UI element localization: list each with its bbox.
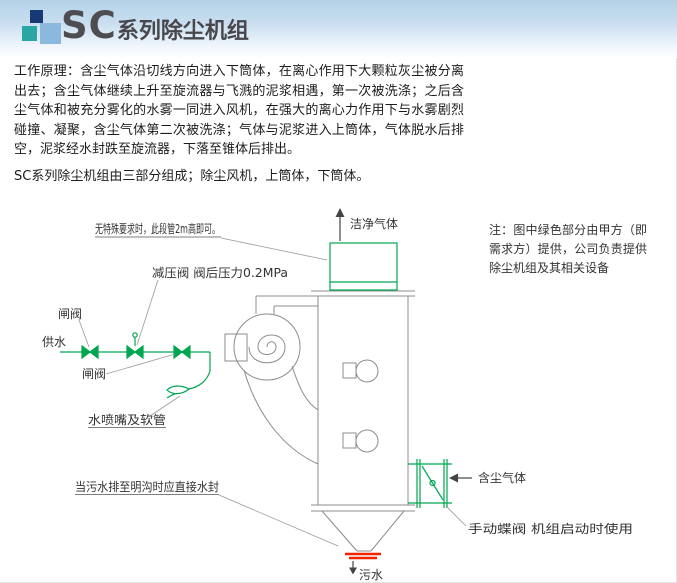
leader-gate-valve-upper — [78, 319, 90, 348]
logo-square-navy — [30, 10, 43, 23]
label-sewage: 污水 — [359, 568, 383, 582]
exhaust-duct-section — [329, 242, 398, 291]
fan-discharge-duct — [255, 295, 318, 314]
structure-lines — [224, 290, 415, 552]
working-principle-text: 工作原理：含尘气体沿切线方向进入下筒体，在离心作用下大颗粒灰尘被分离出去；含尘气… — [14, 64, 464, 157]
leader-spray-nozzle — [149, 395, 181, 417]
page-title-series-code: SC — [61, 4, 117, 47]
tower-body — [317, 295, 409, 506]
working-principle-section: 工作原理：含尘气体沿切线方向进入下筒体，在离心作用下大颗粒灰尘被分离出去；含尘气… — [14, 62, 464, 186]
tower-cone — [321, 510, 405, 552]
butterfly-valve-disc — [421, 465, 444, 501]
diagram-labels: 洁净气体 无特殊要求时，此段管2m高即可。 减压阀 阀后压力0.2MPa 闸阀 … — [42, 216, 633, 582]
logo-square-teal — [22, 26, 37, 41]
label-gate-valve-upper: 闸阀 — [58, 307, 82, 321]
annotation-lines — [75, 236, 467, 547]
fan-scroll — [233, 313, 301, 381]
fan-suction-duct — [243, 365, 319, 465]
dust-collector-diagram: 洁净气体 无特殊要求时，此段管2m高即可。 减压阀 阀后压力0.2MPa 闸阀 … — [42, 208, 633, 582]
green-parts-note: 注：图中绿色部分由甲方（即需求方）提供，公司负责提供除尘机组及其相关设备 — [489, 223, 647, 275]
label-stack-note: 无特殊要求时，此段管2m高即可。 — [95, 221, 220, 236]
leader-gate-valve-lower — [105, 353, 176, 375]
handhole-lower — [342, 429, 379, 453]
logo-square-lightblue — [40, 23, 61, 44]
label-clean-gas: 洁净气体 — [350, 216, 398, 231]
label-dusty-gas: 含尘气体 — [478, 470, 526, 485]
leader-stack-note — [220, 237, 328, 261]
page-title: SC 系列除尘机组 — [61, 4, 249, 47]
leader-pressure-valve — [136, 279, 159, 346]
spray-nozzle-and-hose — [166, 370, 211, 399]
page-title-series-name: 系列除尘机组 — [116, 19, 249, 44]
unit-composition-text: SC系列除尘机组由三部分组成；除尘风机，上筒体，下筒体。 — [14, 168, 370, 184]
fan-impeller-spiral — [248, 334, 286, 364]
gate-valve-1-symbol — [81, 344, 99, 360]
label-spray-nozzle: 水喷嘴及软管 — [88, 412, 166, 427]
water-seal-red-marks — [345, 552, 381, 560]
owner-supplied-green-parts — [60, 242, 452, 508]
gate-valve-2-symbol — [173, 344, 191, 360]
flow-arrows — [335, 208, 472, 575]
label-water-supply: 供水 — [42, 335, 66, 349]
page-header: SC 系列除尘机组 — [0, 0, 677, 58]
pressure-reducing-valve-symbol — [126, 332, 144, 360]
leader-butterfly-valve — [445, 505, 467, 527]
inlet-duct-green — [408, 459, 452, 508]
fan-motor — [224, 333, 248, 362]
label-gate-valve-lower: 闸阀 — [82, 367, 106, 381]
label-butterfly-valve: 手动蝶阀 机组启动时使用 — [468, 521, 633, 536]
tower-flanges — [311, 290, 415, 512]
leader-drain-note — [218, 494, 339, 547]
label-drain-note: 当污水排至明沟时应直接水封 — [75, 479, 219, 494]
handhole-upper — [342, 359, 379, 383]
label-pressure-valve: 减压阀 阀后压力0.2MPa — [152, 266, 288, 280]
